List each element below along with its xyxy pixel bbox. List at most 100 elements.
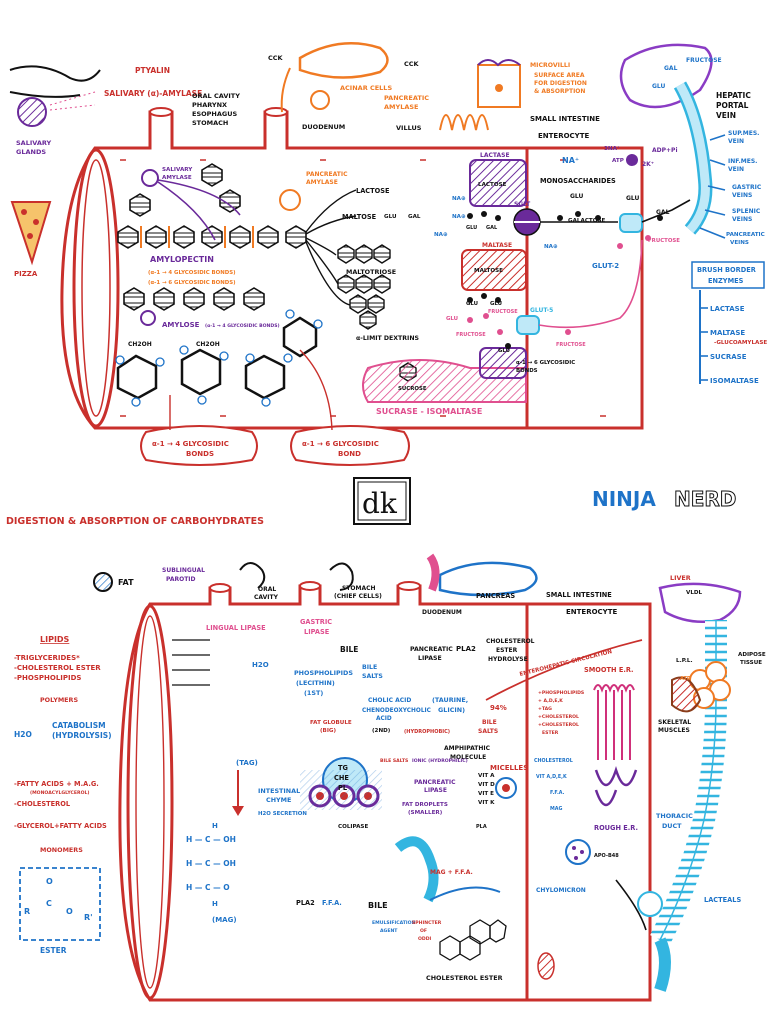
label-duodenum: DUODENUM: [302, 123, 345, 131]
label-fructose-3: FRUCTOSE: [556, 342, 586, 348]
label-duodenum-lipid: DUODENUM: [422, 609, 462, 616]
label-sup-mes-2: VEIN: [728, 138, 744, 145]
label-gal-exit: GAL: [656, 209, 670, 216]
label-er-adek: + A,D,E,K: [538, 698, 563, 704]
label-tag: (TAG): [236, 759, 258, 767]
label-vein: VEIN: [716, 111, 736, 120]
label-bile-bottom: BILE: [368, 901, 388, 910]
label-mag: (MAG): [212, 916, 237, 924]
dk-logo: [353, 477, 411, 525]
label-chief-cells: (CHIEF CELLS): [334, 593, 382, 600]
label-salivary-amylase-inner: SALIVARY: [162, 167, 193, 173]
label-phospholipids-inner-3: (1ST): [304, 689, 323, 697]
label-monomers: MONOMERS: [40, 846, 83, 854]
label-glut5: GLUT-5: [530, 307, 553, 314]
label-ester-r1: R: [24, 907, 30, 916]
label-fatty-mag: -FATTY ACIDS + M.A.G.: [14, 780, 99, 788]
label-emulsification: EMULSIFICATION: [372, 920, 416, 926]
label-alpha14-small: (α-1 → 4 GLYCOSIDIC BONDS): [148, 270, 236, 276]
label-ch2oh-1: CH2OH: [128, 341, 152, 348]
label-cck2: CCK: [404, 60, 420, 68]
brand-nerd: NERD: [674, 487, 736, 511]
brand-ninja: NINJA: [592, 487, 656, 511]
label-pl: PL: [338, 784, 348, 792]
label-cck1: CCK: [268, 54, 284, 62]
saliva-spray: [49, 91, 96, 111]
pancreatic-amylase-enzyme: [279, 189, 301, 211]
label-brush-glucoamylase: -GLUCOAMYLASE: [714, 340, 767, 346]
label-che: CHE: [334, 774, 349, 782]
label-pizza: PIZZA: [14, 270, 38, 278]
label-pancreatic-amylase-inner-2: AMYLASE: [306, 179, 338, 186]
label-smooth-er: SMOOTH E.R.: [584, 666, 634, 674]
label-pla: PLA: [476, 824, 487, 830]
dk-logo-text: dk: [362, 487, 398, 520]
carbohydrate-panel: [9, 42, 765, 525]
glut2-transporter: [619, 213, 643, 233]
label-fructose-cell: FRUCTOSE: [648, 238, 680, 244]
label-glu-exit: GLU: [626, 195, 640, 202]
label-atp: ATP: [612, 158, 624, 164]
intestinal-chyme-area: [300, 770, 382, 810]
label-apo: APO-B48: [594, 853, 619, 859]
label-villus: VILLUS: [396, 124, 422, 132]
bond-box-alpha14: [140, 425, 258, 466]
label-inf-mes-2: VEIN: [728, 166, 744, 173]
amylase-enzyme: [140, 310, 156, 326]
label-h-c-oh-1: H — C — OH: [186, 835, 236, 844]
label-pancreatic-amylase-2: AMYLASE: [384, 103, 419, 111]
label-amylopectin: AMYLOPECTIN: [150, 255, 214, 264]
label-fat-globule: FAT GLOBULE: [310, 720, 352, 726]
label-lipids: LIPIDS: [40, 635, 70, 644]
label-small-intestine: SMALL INTESTINE: [530, 115, 600, 123]
label-lingual-lipase: LINGUAL LIPASE: [206, 624, 266, 632]
label-skeletal: SKELETAL: [658, 719, 691, 726]
label-bile-salts-right: BILE: [482, 719, 497, 726]
label-bond-box-1b: BONDS: [186, 450, 214, 458]
salivary-gland-icon: [17, 97, 47, 127]
page-title-carbohydrates: DIGESTION & ABSORPTION OF CARBOHYDRATES: [6, 516, 264, 527]
intestine-tube-lipid: [118, 584, 652, 1002]
label-alpha16-right: α-1 → 6 GLYCOSIDIC: [516, 360, 575, 366]
label-vit-k: VIT K: [478, 800, 495, 806]
label-limit-dextrins: α-LIMIT DEXTRINS: [356, 335, 419, 342]
label-second: (2ND): [372, 728, 391, 734]
label-glut2: GLUT-2: [592, 262, 619, 270]
label-h2o: H2O: [14, 730, 32, 739]
label-glu5: GLU: [446, 316, 458, 322]
oral-tube-top: [149, 107, 173, 117]
label-fructose-liver: FRUCTOSE: [686, 57, 722, 64]
label-pla2-bottom: PLA2: [296, 899, 315, 907]
stomach-sketch: [329, 562, 354, 591]
label-vit-a: VIT A: [478, 773, 495, 779]
label-pancreatic-veins: PANCREATIC: [726, 232, 765, 238]
label-cell-ffa: F.F.A.: [550, 790, 565, 796]
label-amphipathic: AMPHIPATHIC: [444, 745, 491, 752]
label-h-bot: H: [212, 900, 218, 908]
label-salivary-glands-2: GLANDS: [16, 148, 46, 156]
label-brush-sucrase: SUCRASE: [710, 353, 747, 361]
label-amylose: AMYLOSE: [162, 321, 200, 329]
label-3na: 3NA⁺: [604, 145, 620, 152]
label-lactose-inner: LACTOSE: [478, 182, 507, 188]
intestine-opening: [72, 148, 120, 428]
label-h-top: H: [212, 822, 218, 830]
label-er-chol-ester-2: ESTER: [542, 730, 559, 736]
label-pancreatic-lipase: PANCREATIC: [410, 646, 453, 653]
label-salivary-glands: SALIVARY: [16, 139, 52, 147]
lipid-panel: [19, 553, 742, 1002]
acinar-cells-icon: [310, 90, 330, 110]
label-pancreatic-amylase-inner: PANCREATIC: [306, 171, 348, 178]
label-er-phospho: +PHOSPHOLIPIDS: [538, 690, 584, 696]
label-pancreas: PANCREAS: [476, 592, 515, 600]
label-intestinal-chyme-2: CHYME: [266, 796, 291, 804]
label-parotid: PAROTID: [166, 576, 196, 583]
label-stomach: STOMACH: [192, 119, 228, 127]
label-gal-liver: GAL: [664, 65, 678, 72]
chylomicron-apo: [565, 839, 591, 865]
label-fat-globule-2: (BIG): [320, 728, 336, 734]
pancreas-icon: [298, 42, 389, 79]
label-adipose: ADIPOSE: [738, 652, 766, 658]
label-taurine: (TAURINE,: [432, 696, 468, 704]
label-na-plus: NA⁺: [562, 156, 579, 165]
